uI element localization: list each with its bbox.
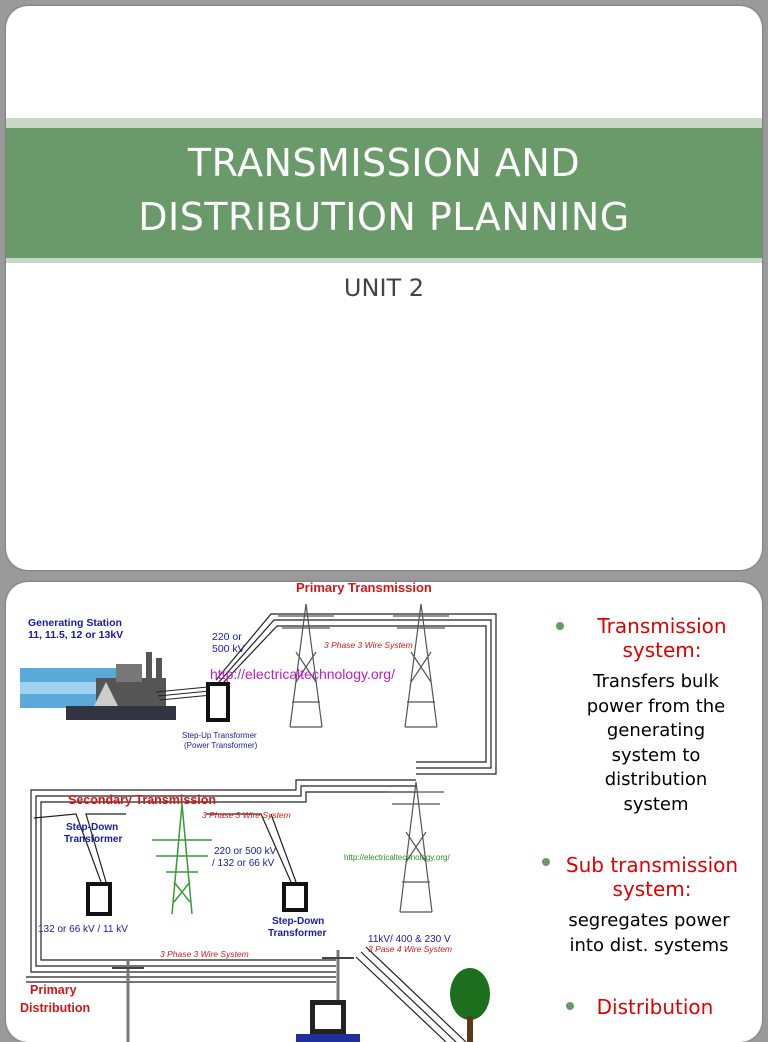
tree-icon xyxy=(450,968,490,1042)
bullet-2-heading-line1: Sub transmission xyxy=(565,853,739,877)
label-stepup-transformer: Step-Up Transformer xyxy=(182,731,257,740)
title-slide: TRANSMISSION AND DISTRIBUTION PLANNING U… xyxy=(6,6,762,570)
stepdown-transformer-right-icon xyxy=(282,882,308,912)
pole-crossarms xyxy=(112,957,354,969)
label-132-66kv: / 132 or 66 kV xyxy=(212,858,275,869)
label-primary: Primary xyxy=(30,983,77,997)
label-generating-station: Generating Station xyxy=(28,617,122,629)
bullet-1-heading-line2: system: xyxy=(622,638,702,662)
bullet-1-text-line: power from the xyxy=(586,695,726,717)
title-band xyxy=(6,128,762,258)
label-220-500kv: 220 or 500 kV xyxy=(214,846,277,857)
label-url-main: http://electricaltechnology.org/ xyxy=(210,666,395,682)
bullet-1-heading-line1: Transmission xyxy=(597,614,727,638)
slide-title-line1: TRANSMISSION AND xyxy=(187,141,581,185)
label-11kv-400v: 11kV/ 400 & 230 V xyxy=(368,934,451,945)
bullet-2-text-line: into dist. systems xyxy=(569,934,729,956)
slide-subtitle: UNIT 2 xyxy=(343,274,425,302)
bullet-2-text-line: segregates power xyxy=(568,910,730,931)
bullet-2-heading: Sub transmission system: xyxy=(552,853,752,901)
bullet-2-heading-line2: system: xyxy=(612,877,692,901)
bullet-1-text-line: system to xyxy=(611,744,701,766)
label-stepdown-left: Step-Down xyxy=(66,822,118,833)
bullet-list: Transmission system: Transfers bulk powe… xyxy=(536,582,762,1042)
content-slide: Primary Transmission Generating Station … xyxy=(6,582,762,1042)
stepup-transformer-icon xyxy=(206,682,230,722)
distribution-poles xyxy=(126,950,340,1042)
label-132-11kv: 132 or 66 kV / 11 kV xyxy=(38,924,128,935)
label-wire-system-low: 3 Phase 3 Wire System xyxy=(160,949,249,959)
label-power-transformer: (Power Transformer) xyxy=(184,741,258,750)
label-500kv: 500 kV xyxy=(212,643,245,655)
title-band-bottom xyxy=(6,258,762,263)
bullet-1-text-line: distribution xyxy=(604,769,708,790)
bullet-3-heading: Distribution xyxy=(580,995,730,1019)
bullet-1-text-line: generating xyxy=(606,720,706,741)
bullet-dot-3 xyxy=(566,1002,574,1010)
label-generating-voltage: 11, 11.5, 12 or 13kV xyxy=(28,629,123,641)
bullet-3-heading-line1: Distribution xyxy=(596,995,714,1019)
bullet-1-heading: Transmission system: xyxy=(572,614,752,662)
slide-title-line2: DISTRIBUTION PLANNING xyxy=(138,195,630,239)
stepdown-transformer-left-icon xyxy=(86,882,112,916)
transmission-wires xyxy=(26,613,497,1042)
bullet-1-text: Transfers bulk power from the generating… xyxy=(556,670,756,817)
bullet-dot-2 xyxy=(542,858,550,866)
bullet-1-text-line: system xyxy=(623,793,689,815)
green-tower xyxy=(152,803,212,915)
label-stepdown-right: Step-Down xyxy=(272,916,324,927)
label-distribution: Distribution xyxy=(20,1001,90,1015)
label-wire-system-4: 3 Pase 4 Wire System xyxy=(368,944,452,954)
bullet-1-text-line: Transfers bulk xyxy=(593,671,719,692)
label-url-small: http://electricaltechnology.org/ xyxy=(344,853,450,862)
label-wire-system-top: 3 Phase 3 Wire System xyxy=(324,640,413,650)
power-system-diagram: Primary Transmission Generating Station … xyxy=(20,582,497,1042)
primary-towers xyxy=(278,603,449,728)
title-band-top xyxy=(6,118,762,128)
label-primary-transmission: Primary Transmission xyxy=(296,582,432,595)
label-wire-system-mid: 3 Phase 3 Wire System xyxy=(202,810,291,820)
label-220-or: 220 or xyxy=(212,631,242,643)
generating-station-illustration xyxy=(20,652,223,720)
distribution-transformer-icon xyxy=(296,1000,360,1042)
secondary-tower xyxy=(388,781,444,913)
bullet-dot-1 xyxy=(556,622,564,630)
label-secondary-transmission: Secondary Transmission xyxy=(68,793,216,807)
bullet-2-text: segregates power into dist. systems xyxy=(546,909,752,958)
slide-title: TRANSMISSION AND DISTRIBUTION PLANNING xyxy=(6,136,762,244)
label-transformer-right: Transformer xyxy=(268,928,326,939)
label-transformer-left: Transformer xyxy=(64,834,122,845)
